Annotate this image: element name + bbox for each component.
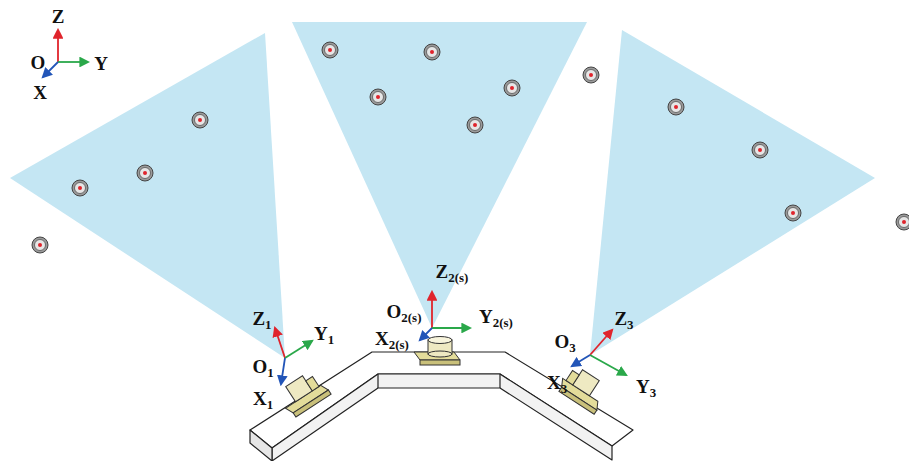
field-of-view: [292, 22, 587, 328]
axis-label: O2(s): [387, 302, 422, 321]
axis-label: O1: [252, 357, 273, 376]
axis-label: Y: [94, 54, 108, 73]
axis-label: Y3: [636, 377, 656, 396]
axis-label: Z1: [252, 309, 271, 328]
axis-label: X2(s): [375, 329, 409, 348]
mount-bar: [250, 352, 633, 461]
camera: [276, 368, 331, 419]
axis-label: X: [33, 83, 47, 102]
camera: [556, 363, 611, 414]
axis-label: Z: [52, 7, 65, 26]
axis-label: X3: [547, 373, 567, 392]
coordinate-axes: [43, 30, 626, 384]
axis-label: Z3: [614, 309, 633, 328]
camera: [414, 337, 460, 366]
field-of-view: [10, 33, 285, 358]
axis-label: Z2(s): [436, 262, 469, 281]
field-of-view: [590, 30, 875, 355]
axis-label: X1: [253, 389, 273, 408]
targets: [32, 42, 909, 253]
axis-label: O: [31, 53, 46, 72]
axis-label: O3: [554, 332, 575, 351]
axis-label: Y1: [314, 324, 334, 343]
axis-label: Y2(s): [479, 307, 513, 326]
